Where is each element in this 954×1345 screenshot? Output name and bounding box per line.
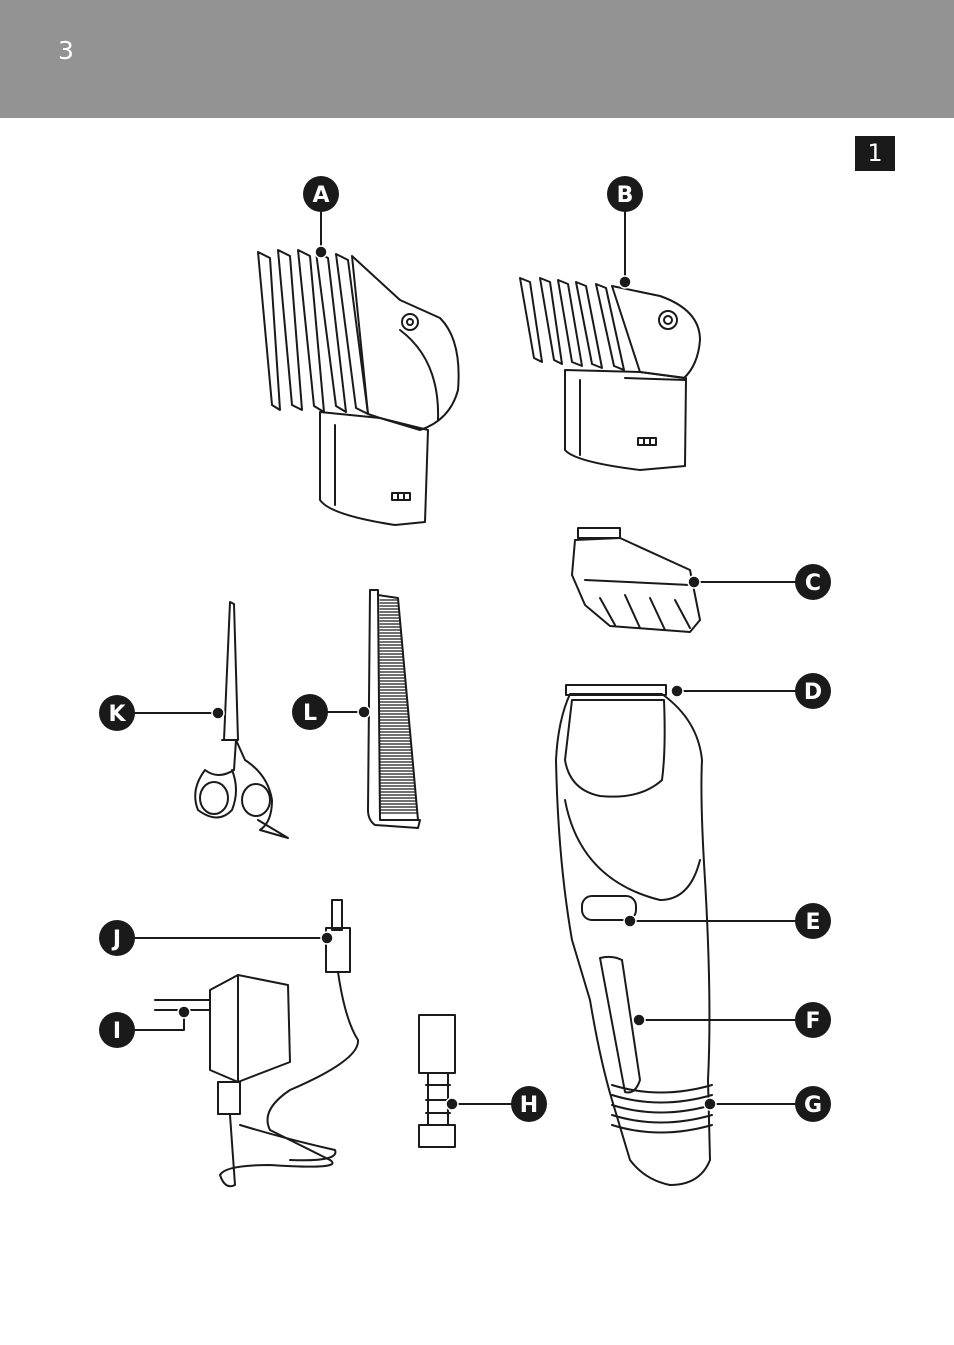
part-l-comb <box>368 590 420 828</box>
callout-i: I <box>99 1012 135 1048</box>
svg-text:D: D <box>804 680 822 705</box>
svg-text:C: C <box>805 571 821 596</box>
callout-badges: A B C D E F G H <box>99 176 831 1122</box>
part-b-small-comb <box>520 278 700 470</box>
callout-c: C <box>795 564 831 600</box>
part-i-adapter <box>155 975 290 1114</box>
svg-text:E: E <box>805 910 820 935</box>
clipper-body <box>556 685 712 1185</box>
svg-text:A: A <box>312 183 329 208</box>
part-c-precision-trimmer <box>572 528 700 632</box>
callout-g: G <box>795 1086 831 1122</box>
callout-h: H <box>511 1086 547 1122</box>
part-k-scissors <box>195 602 288 838</box>
svg-text:J: J <box>111 927 121 952</box>
callout-f: F <box>795 1002 831 1038</box>
svg-text:I: I <box>113 1019 121 1044</box>
svg-text:L: L <box>303 701 317 726</box>
callout-d: D <box>795 673 831 709</box>
part-a-large-comb <box>258 250 459 525</box>
callout-k: K <box>99 695 135 731</box>
leader-dots <box>178 246 716 1110</box>
callout-j: J <box>99 920 135 956</box>
leader-lines <box>133 212 798 1104</box>
svg-text:K: K <box>108 702 126 727</box>
callout-e: E <box>795 903 831 939</box>
svg-text:B: B <box>617 183 634 208</box>
part-h-cleaning-brush <box>419 1015 455 1147</box>
callout-a: A <box>303 176 339 212</box>
svg-text:G: G <box>804 1093 822 1118</box>
callout-b: B <box>607 176 643 212</box>
svg-text:F: F <box>805 1009 820 1034</box>
callout-l: L <box>292 694 328 730</box>
svg-text:H: H <box>520 1093 538 1118</box>
